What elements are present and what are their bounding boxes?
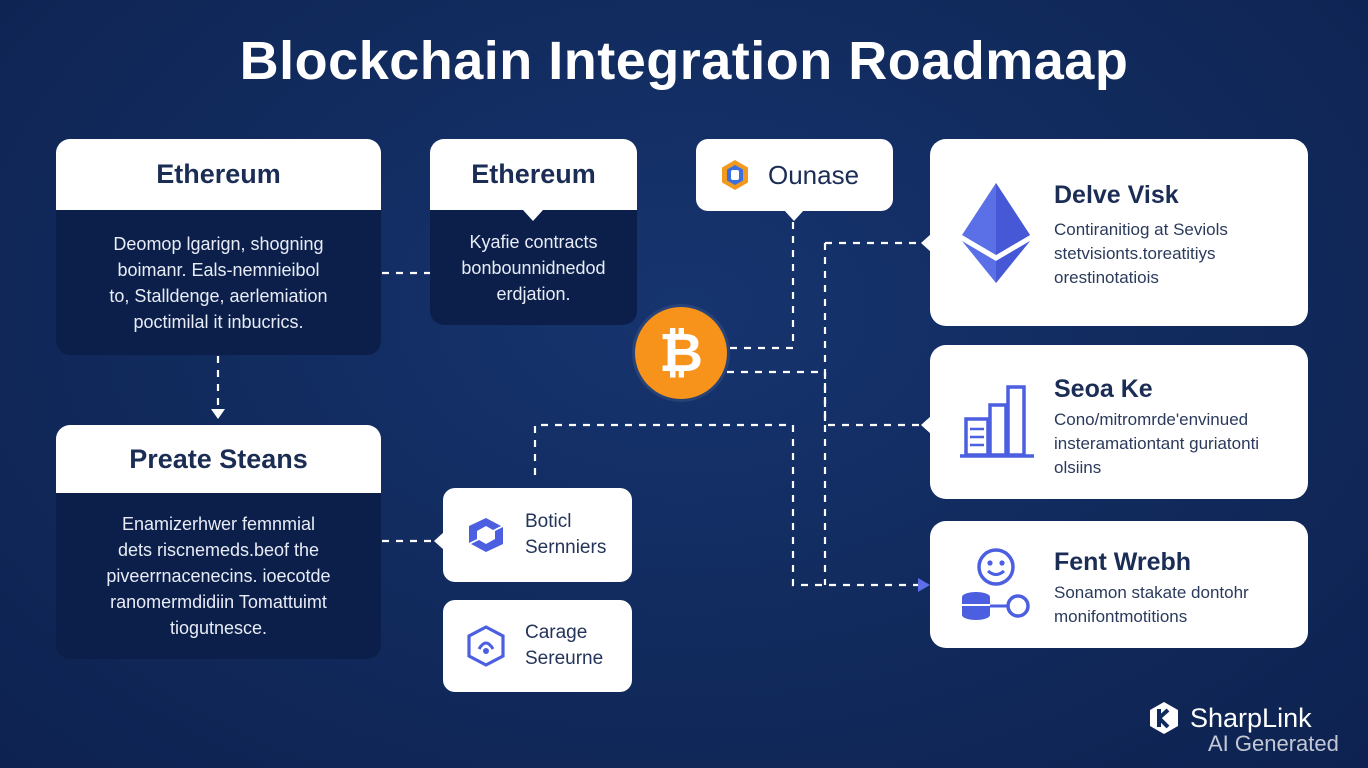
card-delve-visk-arrow (921, 234, 931, 252)
card-text-line: stetvisionts.toreatitiys (1054, 244, 1216, 263)
brand: SharpLink (1146, 700, 1312, 736)
bar-chart-icon (956, 381, 1038, 463)
card-text-line: bonbounnidnedod (461, 257, 606, 278)
card-carage-label: Carage Sereurne (525, 620, 603, 672)
connector-arrowhead-down (211, 409, 225, 419)
card-carage-line2: Sereurne (525, 648, 604, 669)
card-delve-visk-desc: Contiranitiog at Seviols stetvisionts.to… (1054, 218, 1294, 290)
card-text-line: piveerrnacenecins. ioecotde (106, 566, 331, 586)
card-text-line: to, Stalldenge, aerlemiation (109, 285, 328, 306)
sync-arrows-icon (463, 512, 509, 558)
connector-bitcoin-to-seoa (727, 370, 928, 427)
sharplink-logo-icon (1146, 700, 1182, 736)
card-text-line: monifontmotitions (1054, 607, 1188, 626)
card-carage[interactable]: Carage Sereurne (443, 600, 632, 692)
connector-ounase-to-bitcoin (727, 222, 795, 350)
card-text-line: poctimilal it inbucrics. (133, 311, 304, 332)
page-title: Blockchain Integration Roadmaap (239, 31, 1129, 91)
card-ethereum-center[interactable]: Ethereum Kyafie contracts bonbounnidnedo… (430, 139, 637, 325)
card-ounase-pointer (784, 210, 804, 221)
card-ethereum-center-pointer (523, 210, 543, 221)
card-seoa-ke[interactable]: Seoa Ke Cono/mitromrde'envinued insteram… (930, 345, 1308, 499)
card-text-line: tiogutnesce. (169, 618, 268, 638)
card-ethereum-left-body: Deomop lgarign, shogning boimanr. Eals-n… (56, 210, 381, 355)
card-boticl-line2: Sernniers (525, 537, 607, 558)
brand-name: SharpLink (1190, 702, 1312, 733)
card-seoa-ke-desc: Cono/mitromrde'envinued insteramationtan… (1054, 408, 1299, 480)
card-text-line: Deomop lgarign, shogning (113, 233, 324, 254)
card-text-line: dets riscnemeds.beof the (117, 540, 320, 560)
card-text-line: Sonamon stakate dontohr (1054, 583, 1249, 602)
card-carage-line1: Carage (525, 622, 588, 643)
card-text-line: ranomermdidiin Tomattuimt (110, 592, 327, 612)
ethereum-diamond-icon (960, 181, 1032, 285)
card-boticl-line1: Boticl (525, 511, 572, 532)
hexagon-shield-icon (463, 623, 509, 669)
connector-boticl-to-fent (533, 423, 928, 587)
card-ethereum-center-body: Kyafie contracts bonbounnidnedod erdjati… (430, 210, 637, 325)
card-fent-wrebh-desc: Sonamon stakate dontohr monifontmotition… (1054, 581, 1299, 629)
card-preate-steans-body: Enamizerhwer femnmial dets riscnemeds.be… (56, 493, 381, 659)
card-text-line: erdjation. (496, 283, 571, 304)
card-delve-visk-title: Delve Visk (1054, 181, 1179, 209)
card-text-line: Cono/mitromrde'envinued (1054, 410, 1249, 429)
card-fent-wrebh[interactable]: Fent Wrebh Sonamon stakate dontohr monif… (930, 521, 1308, 648)
card-ounase[interactable]: Ounase (696, 139, 893, 211)
bitcoin-icon[interactable]: ₿ (635, 307, 727, 399)
card-preate-steans[interactable]: Preate Steans Enamizerhwer femnmial dets… (56, 425, 381, 659)
card-text-line: Enamizerhwer femnmial (121, 514, 316, 534)
card-text-line: Kyafie contracts (469, 231, 598, 252)
connector-arrowhead-fent (918, 578, 930, 592)
ai-generated-watermark: AI Generated (1208, 731, 1339, 756)
card-delve-visk[interactable]: Delve Visk Contiranitiog at Seviols stet… (930, 139, 1308, 326)
card-preate-steans-title: Preate Steans (56, 425, 381, 493)
card-ethereum-left-title: Ethereum (56, 139, 381, 210)
card-seoa-ke-arrow (921, 416, 931, 434)
card-boticl[interactable]: Boticl Sernniers (443, 488, 632, 582)
card-text-line: Contiranitiog at Seviols (1054, 220, 1228, 239)
card-ounase-label: Ounase (768, 159, 860, 190)
card-seoa-ke-title: Seoa Ke (1054, 375, 1153, 403)
coinbase-logo-icon (718, 158, 752, 192)
card-text-line: orestinotatiois (1054, 268, 1159, 287)
card-text-line: olsiins (1054, 458, 1102, 477)
card-boticl-arrow (434, 532, 444, 550)
card-fent-wrebh-title: Fent Wrebh (1054, 548, 1192, 576)
card-boticl-label: Boticl Sernniers (525, 509, 606, 561)
smiley-database-icon (956, 545, 1038, 627)
card-ethereum-left[interactable]: Ethereum Deomop lgarign, shogning boiman… (56, 139, 381, 355)
card-ethereum-center-title: Ethereum (430, 139, 637, 210)
card-text-line: boimanr. Eals-nemnieibol (117, 259, 320, 280)
card-text-line: insteramationtant guriatonti (1054, 434, 1260, 453)
